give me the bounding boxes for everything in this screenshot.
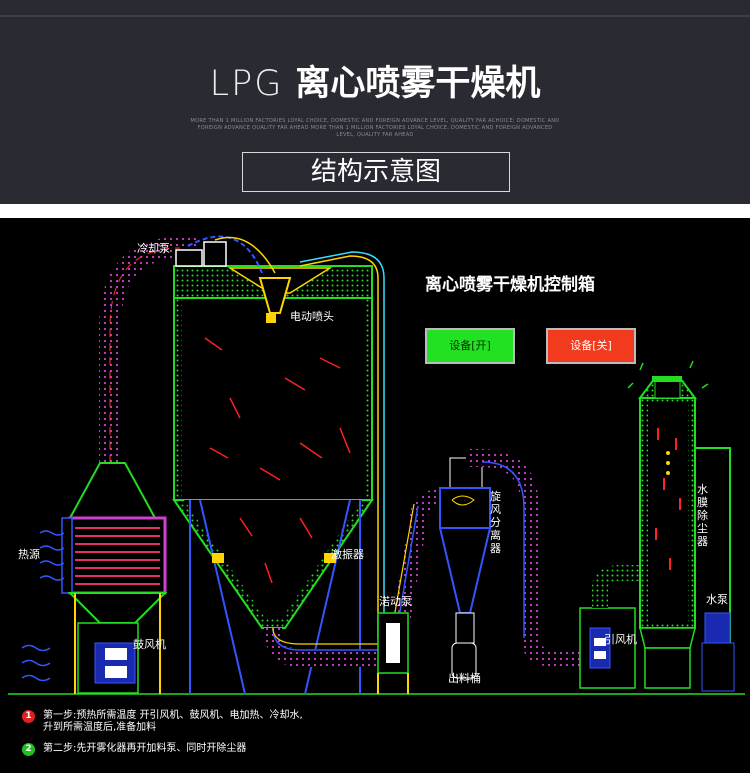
structure-diagram: 冷却泵 电动喷头 热源 鼓风机 激振器 渃动泵 旋风分离器 出料桶 引风机 水膜… <box>0 218 750 773</box>
header-banner: LPG 离心喷雾干燥机 MORE THAN 1 MILLION FACTORIES… <box>0 0 750 204</box>
label-electric-nozzle: 电动喷头 <box>290 310 334 323</box>
equipment-drawing <box>8 235 745 695</box>
cooling-pump <box>175 249 203 267</box>
label-heat-source: 热源 <box>18 548 40 561</box>
cyclone-cone <box>438 527 492 614</box>
title-model: LPG <box>209 64 284 104</box>
atomizer <box>258 277 292 314</box>
step-number: 1 <box>22 710 35 723</box>
hot-air-flow <box>109 247 181 463</box>
divider <box>0 15 750 17</box>
step-text-line2: 升到所需温度后,准备加料 <box>43 722 157 733</box>
subtitle: MORE THAN 1 MILLION FACTORIES LOYAL CHOI… <box>190 118 560 138</box>
exhaust-duct <box>466 449 580 667</box>
step-text: 第二步:先开雾化器再开加料泵、同时开除尘器 <box>43 743 247 754</box>
step-text: 第一步:预热所需温度 开引风机、鼓风机、电加热、冷却水, <box>43 710 303 721</box>
label-induced-fan: 引风机 <box>604 633 637 646</box>
label-vibrator: 激振器 <box>331 548 364 561</box>
label-blower: 鼓风机 <box>133 638 166 651</box>
label-cyclone: 旋风分离器 <box>490 490 501 555</box>
label-cooling-pump: 冷却泵 <box>137 242 170 255</box>
water-pump <box>704 612 731 644</box>
label-slurry-pump: 渃动泵 <box>379 595 412 608</box>
heater-box <box>68 516 167 595</box>
control-panel-title: 离心喷雾干燥机控制箱 <box>425 275 595 295</box>
title-product: 离心喷雾干燥机 <box>295 64 541 104</box>
step-1: 1 第一步:预热所需温度 开引风机、鼓风机、电加热、冷却水,升到所需温度后,准备加… <box>22 710 303 734</box>
step-2: 2 第二步:先开雾化器再开加料泵、同时开除尘器 <box>22 743 246 756</box>
section-title: 结构示意图 <box>242 152 510 192</box>
label-discharge-bucket: 出料桶 <box>448 672 481 685</box>
step-number: 2 <box>22 743 35 756</box>
equipment-off-button[interactable]: 设备[关] <box>546 328 636 364</box>
page-title: LPG 离心喷雾干燥机 <box>0 55 750 106</box>
label-water-pump: 水泵 <box>706 593 728 606</box>
label-dust-scrubber: 水膜除尘器 <box>697 483 708 548</box>
equipment-on-button[interactable]: 设备[开] <box>425 328 515 364</box>
discharge-bucket <box>451 642 477 679</box>
